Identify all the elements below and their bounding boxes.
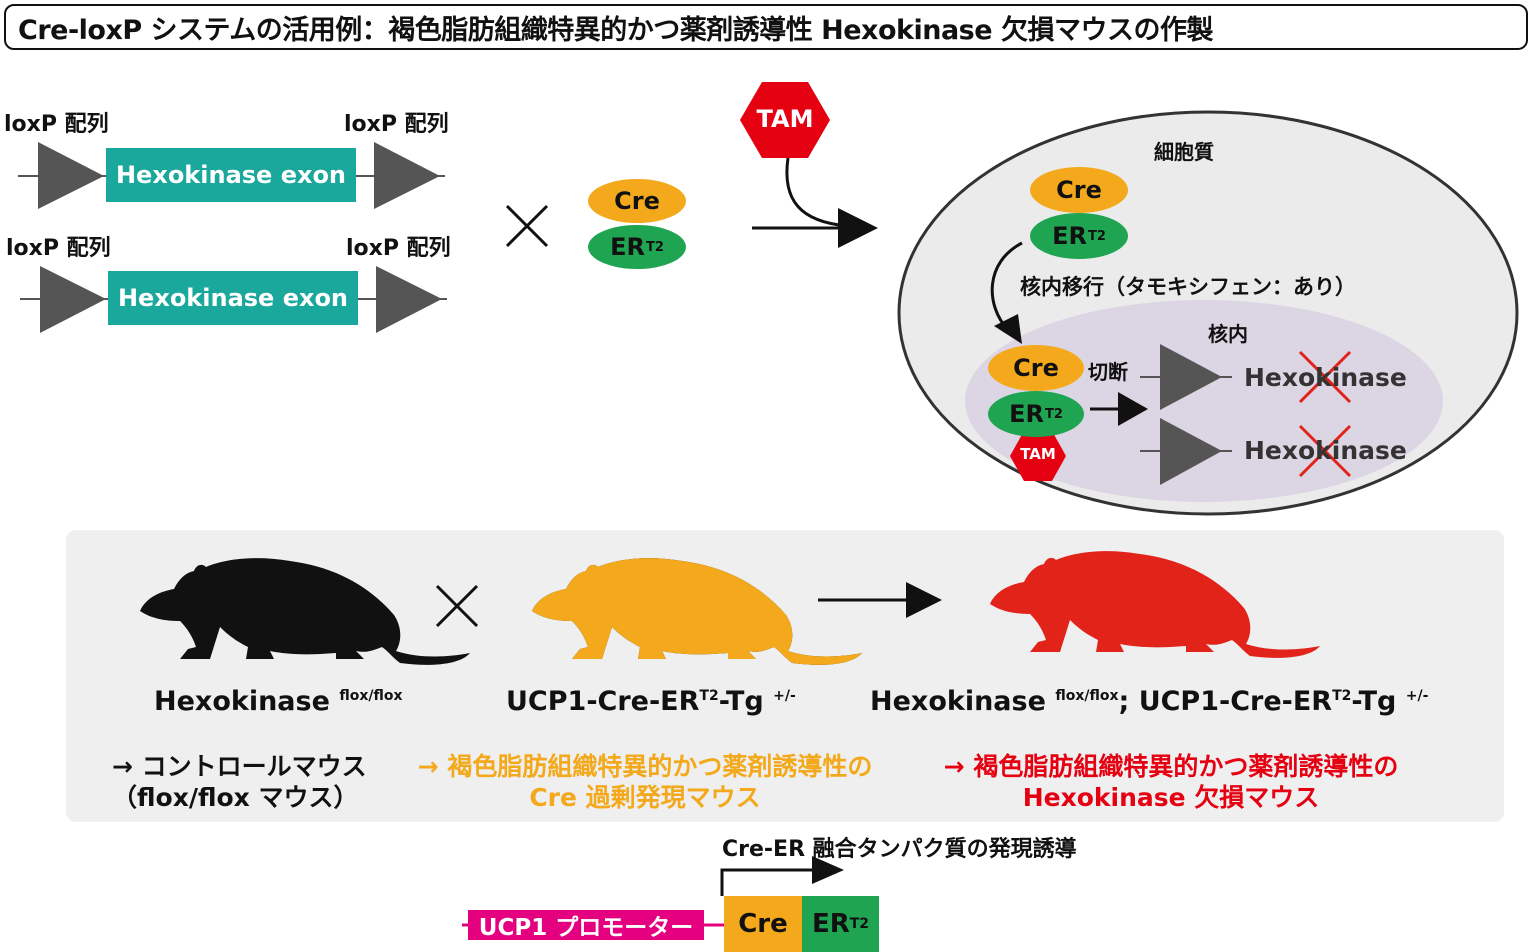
ucp1-promoter: UCP1 プロモーター: [468, 910, 704, 941]
translocation-arrow: [990, 241, 1023, 332]
tam-label-small: TAM: [1020, 445, 1056, 463]
hexokinase-deleted-1: Hexokinase: [1244, 363, 1407, 392]
arrow-head-icon: [994, 314, 1022, 344]
loxp-site-triangle: [374, 142, 440, 209]
loxp-site-triangle: [38, 142, 104, 209]
description-cre: → 褐色脂肪組織特異的かつ薬剤誘導性の Cre 過剰発現マウス: [417, 752, 873, 812]
cre-protein-nucleus: Cre: [988, 345, 1084, 391]
deletion-x-icon: [1298, 350, 1352, 404]
nucleus-label: 核内: [1208, 322, 1248, 346]
mouse3-genotype: Hexokinase flox/flox; UCP1-Cre-ERT2-Tg +…: [870, 686, 1429, 717]
mouse2-genotype: UCP1-Cre-ERT2-Tg +/-: [506, 686, 796, 717]
deletion-x-icon: [1298, 424, 1352, 478]
description-knockout: → 褐色脂肪組織特異的かつ薬剤誘導性の Hexokinase 欠損マウス: [943, 752, 1399, 812]
tam-label: TAM: [756, 105, 814, 133]
hexokinase-exon-1: Hexokinase exon: [106, 148, 356, 202]
transcription-arrow: [720, 868, 818, 896]
loxp-label-2a: loxP 配列: [6, 236, 111, 261]
page-title: Cre-loxP システムの活用例：褐色脂肪組織特異的かつ薬剤誘導性 Hexok…: [4, 4, 1528, 50]
cre-protein-cytoplasm: Cre: [1030, 167, 1128, 213]
arrow-head-icon: [812, 856, 844, 884]
tam-hexagon-icon: [740, 82, 830, 158]
mouse1-genotype: Hexokinase flox/flox: [154, 686, 403, 717]
arrow-head-icon: [1118, 392, 1148, 426]
cross-symbol-icon: [505, 204, 549, 248]
description-control: → コントロールマウス （flox/flox マウス）: [112, 752, 367, 812]
tam-curve-arrow: [785, 157, 849, 228]
tam-small-hexagon-icon: [1010, 431, 1066, 481]
loxp-label-1a: loxP 配列: [4, 112, 109, 137]
cre-protein: Cre: [588, 179, 686, 223]
expression-label: Cre-ER 融合タンパク質の発現誘導: [722, 837, 1077, 862]
loxp-site-triangle: [376, 266, 442, 333]
cleavage-label: 切断: [1088, 360, 1128, 384]
cross-symbol-icon: [435, 584, 479, 628]
loxp-label-1b: loxP 配列: [344, 112, 449, 137]
arrow-head-icon: [906, 582, 942, 618]
cytoplasm-label: 細胞質: [1154, 140, 1214, 164]
hexokinase-exon-2: Hexokinase exon: [108, 271, 358, 325]
arrow-head-icon: [838, 208, 878, 248]
cre-coding-box: Cre: [724, 896, 802, 952]
nuclear-translocation-label: 核内移行（タモキシフェン：あり）: [1020, 275, 1356, 299]
loxp-label-2b: loxP 配列: [346, 236, 451, 261]
loxp-site-triangle: [1160, 344, 1222, 410]
hexokinase-deleted-2: Hexokinase: [1244, 436, 1407, 465]
loxp-site-triangle: [1160, 418, 1222, 485]
loxp-site-triangle: [40, 266, 106, 333]
